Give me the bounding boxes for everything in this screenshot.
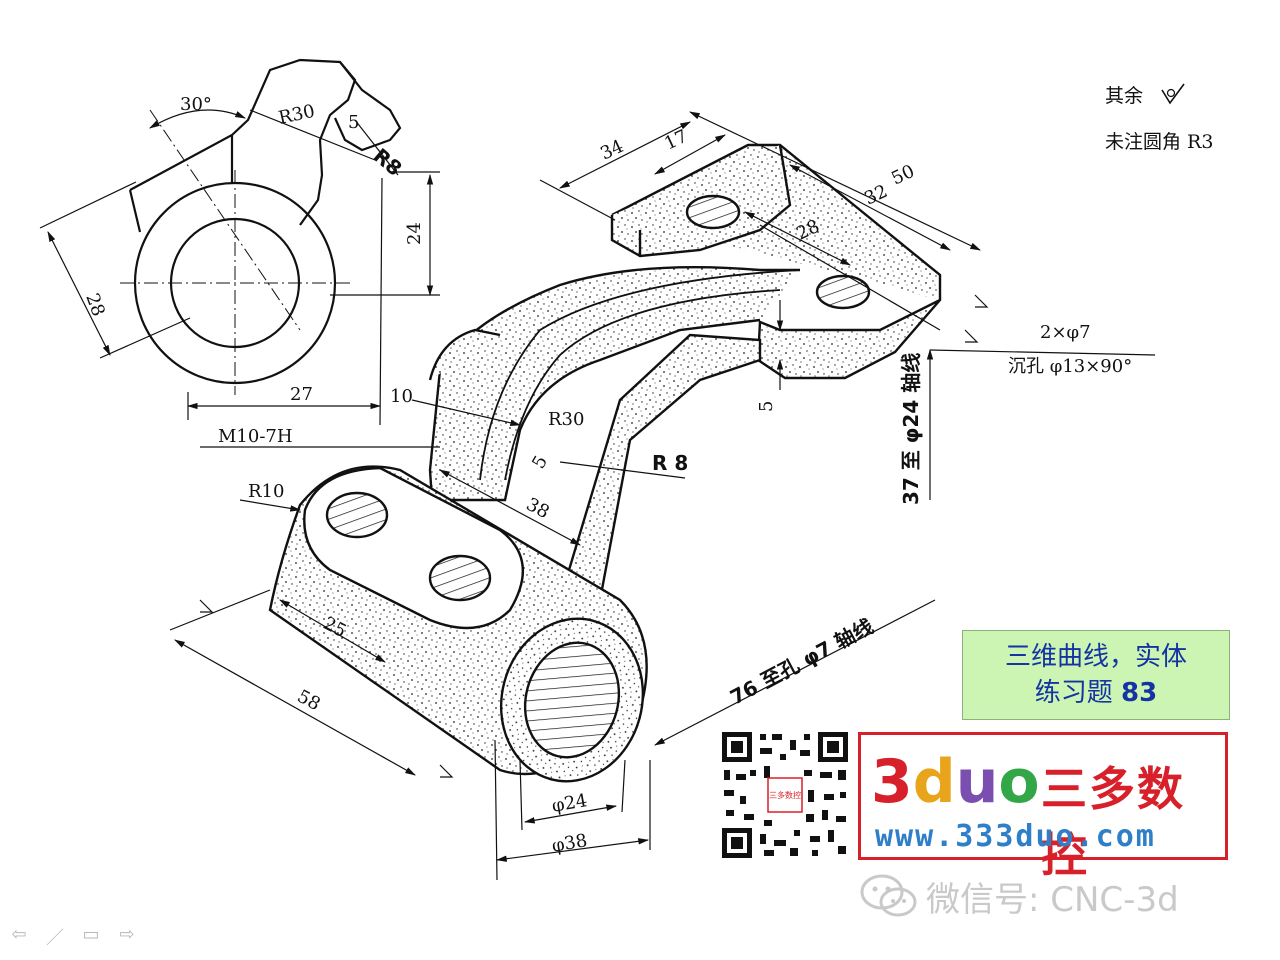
dim-r30-mid: R30 bbox=[548, 409, 584, 430]
dim-phi24: φ24 bbox=[550, 790, 589, 817]
curved-arm bbox=[428, 265, 800, 502]
wechat-icon bbox=[860, 874, 917, 917]
dim-r8-mid: R 8 bbox=[652, 451, 688, 475]
dim-phi38: φ38 bbox=[550, 830, 589, 857]
countersink-hole-1 bbox=[685, 194, 741, 230]
slide-nav: ⇦ ／ ▭ ⇨ bbox=[8, 924, 138, 950]
dim-58: 58 bbox=[294, 686, 324, 715]
menu-icon[interactable]: ▭ bbox=[82, 924, 100, 945]
pen-icon[interactable]: ／ bbox=[46, 928, 64, 949]
countersink-hole-2 bbox=[815, 274, 871, 310]
dim-17: 17 bbox=[661, 126, 691, 155]
threaded-hole-1 bbox=[325, 491, 389, 539]
threaded-hole-2 bbox=[428, 554, 492, 602]
dim-r30-top: R30 bbox=[277, 101, 317, 129]
dim-27: 27 bbox=[290, 384, 313, 405]
dim-38: 38 bbox=[523, 494, 553, 523]
dim-r10: R10 bbox=[248, 481, 284, 502]
notes: 其余 未注圆角 R3 bbox=[1105, 83, 1213, 153]
qr-code: 三多数控 bbox=[720, 730, 850, 860]
dim-countersink: 沉孔 φ13×90° bbox=[1008, 356, 1132, 377]
dim-5-right: 5 bbox=[756, 401, 777, 412]
dim-5-mid: 5 bbox=[528, 452, 552, 472]
dim-10: 10 bbox=[390, 386, 413, 407]
logo-url: www.333duo.com bbox=[875, 819, 1156, 854]
dim-r8-top: R8 bbox=[369, 143, 407, 180]
dim-24: 24 bbox=[404, 222, 425, 245]
dim-angle-30: 30° bbox=[180, 94, 212, 115]
next-arrow-icon[interactable]: ⇨ bbox=[119, 924, 135, 945]
wechat-watermark: 微信号: CNC-3d bbox=[860, 866, 1179, 926]
exercise-number: 83 bbox=[1121, 678, 1158, 708]
prev-arrow-icon[interactable]: ⇦ bbox=[11, 924, 27, 945]
side-arm bbox=[129, 58, 357, 226]
logo-chinese-name: 三多数控 bbox=[1041, 762, 1185, 882]
wechat-id: 微信号: CNC-3d bbox=[926, 879, 1179, 920]
qr-center-label: 三多数控 bbox=[769, 790, 801, 800]
dimension-lines bbox=[169, 111, 1156, 881]
note-rest: 其余 bbox=[1105, 85, 1143, 107]
dim-28: 28 bbox=[81, 291, 109, 320]
surface-finish-icon bbox=[1161, 83, 1185, 105]
dim-axis-37: 37 至 φ24 轴线 bbox=[899, 353, 923, 505]
dim-axis-76: 76 至孔 φ7 轴线 bbox=[726, 614, 877, 709]
dim-m10: M10-7H bbox=[218, 426, 293, 447]
dim-5-top: 5 bbox=[348, 112, 359, 133]
note-fillet: 未注圆角 R3 bbox=[1105, 131, 1213, 153]
dim-hole-count: 2×φ7 bbox=[1040, 322, 1091, 343]
title-line-1: 三维曲线，实体 bbox=[1004, 642, 1187, 672]
main-part bbox=[268, 143, 942, 783]
exercise-title: 三维曲线，实体 练习题 83 bbox=[962, 630, 1230, 720]
side-view bbox=[39, 58, 440, 426]
title-line-2: 练习题 83 bbox=[1034, 678, 1158, 708]
dim-34: 34 bbox=[597, 136, 627, 165]
cylinder-bore bbox=[523, 641, 621, 759]
dim-50: 50 bbox=[888, 161, 918, 190]
